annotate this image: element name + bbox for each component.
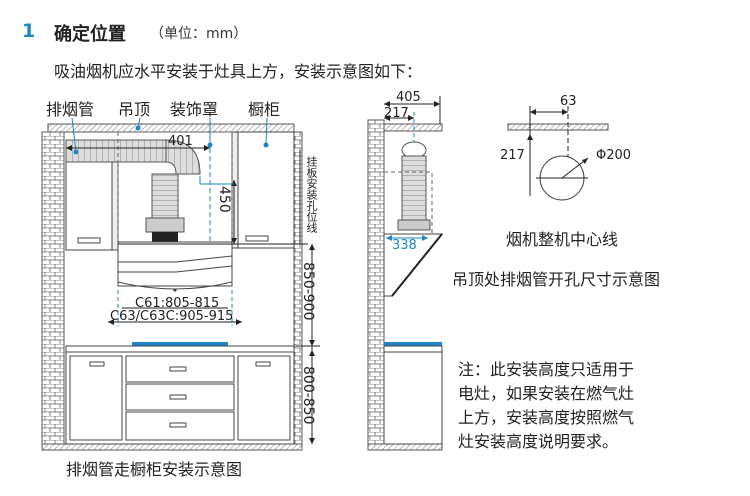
side-view-diagram	[367, 96, 444, 451]
dim-450: 450	[216, 186, 232, 213]
dim-217-side: 217	[384, 106, 409, 121]
dim-800-850: 800-850	[300, 366, 316, 425]
dim-401: 401	[168, 134, 193, 149]
caption-hole-diagram: 吊顶处排烟管开孔尺寸示意图	[452, 270, 661, 289]
caption-front-view: 排烟管走橱柜安装示意图	[66, 460, 243, 479]
dim-338: 338	[392, 238, 417, 253]
intro-text: 吸油烟机应水平安装于灶具上方，安装示意图如下：	[54, 62, 423, 81]
installation-note: 注：此安装高度只适用于 电灶，如果安装在燃气灶 上方，安装高度按照燃气 灶安装高…	[458, 358, 718, 454]
side-wall	[367, 119, 385, 451]
model-c63-height: C63/C63C:905-915	[110, 309, 234, 324]
label-decor-cover: 装饰罩	[170, 100, 219, 119]
label-ceiling: 吊顶	[118, 100, 151, 119]
model-c61-height: C61:805-815	[135, 296, 220, 311]
dim-63: 63	[560, 94, 577, 109]
ceiling-slab	[47, 123, 295, 133]
range-hood-body	[117, 241, 233, 287]
step-unit: （单位：mm）	[150, 26, 248, 42]
ceiling-hole-diagram	[507, 106, 609, 201]
side-duct	[401, 155, 427, 221]
center-line-label: 烟机整机中心线	[506, 230, 619, 249]
left-upper-cabinet	[65, 157, 113, 251]
dim-diameter-200: Φ200	[596, 148, 632, 163]
cooktop-burner	[132, 342, 228, 346]
side-floor	[367, 443, 443, 451]
dim-850-900: 850-900	[300, 262, 316, 321]
right-upper-cabinet	[237, 131, 295, 249]
label-cabinet: 橱柜	[248, 100, 281, 119]
label-exhaust-pipe: 排烟管	[46, 100, 95, 119]
floor	[41, 443, 303, 451]
side-ceiling	[383, 123, 443, 132]
left-wall	[41, 131, 65, 451]
dim-217-hole: 217	[500, 148, 525, 163]
note-line: 电灶，如果安装在燃气灶	[458, 384, 635, 403]
front-view-diagram	[41, 117, 320, 451]
exhaust-pipe-horizontal	[65, 139, 167, 163]
note-line: 注：此安装高度只适用于	[458, 360, 635, 379]
step-number: 1	[22, 20, 36, 42]
note-line: 灶安装高度说明要求。	[458, 432, 619, 451]
mounting-hole-line-label: 挂板安装孔位线	[305, 156, 318, 233]
dim-405: 405	[396, 90, 421, 105]
side-counter	[384, 342, 442, 346]
exhaust-pipe-vertical	[151, 173, 179, 219]
note-line: 上方，安装高度按照燃气	[458, 408, 635, 427]
step-title: 确定位置	[54, 24, 126, 45]
